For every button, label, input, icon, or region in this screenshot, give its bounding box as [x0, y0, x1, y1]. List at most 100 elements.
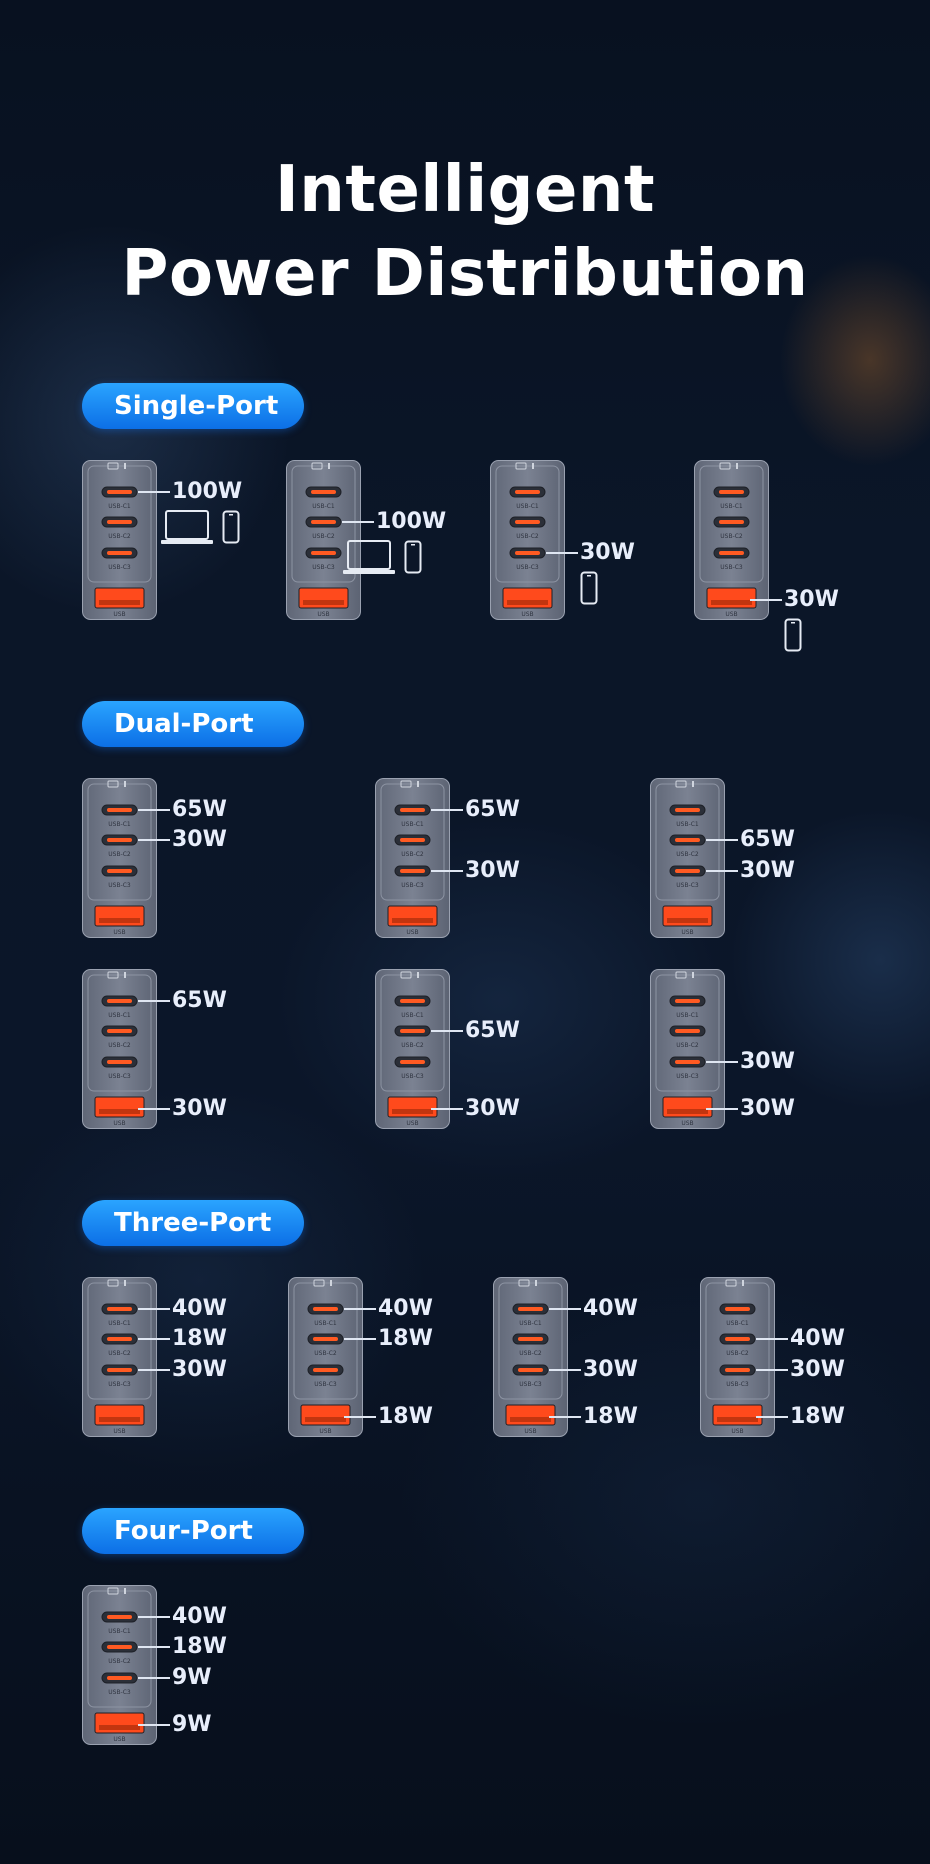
svg-text:USB-C2: USB-C2: [401, 1042, 424, 1049]
power-label: 30W: [172, 1096, 227, 1121]
svg-text:USB-C1: USB-C1: [108, 1012, 131, 1019]
power-label: 40W: [172, 1604, 227, 1629]
charger-diagram: USB-C1 USB-C2 USB-C3 USB: [82, 1585, 157, 1745]
connector-line: [138, 1646, 170, 1648]
svg-text:USB-C2: USB-C2: [519, 1350, 542, 1357]
power-label: 30W: [784, 587, 839, 612]
svg-text:USB-C1: USB-C1: [108, 503, 131, 510]
charger-diagram: USB-C1 USB-C2 USB-C3 USB: [490, 460, 565, 620]
section-label-four-port: Four-Port: [82, 1508, 304, 1554]
svg-text:USB: USB: [113, 1120, 125, 1127]
power-label: 9W: [172, 1665, 212, 1690]
connector-line: [431, 1030, 463, 1032]
power-label: 40W: [172, 1296, 227, 1321]
charger-diagram: USB-C1 USB-C2 USB-C3 USB: [650, 778, 725, 938]
charger-diagram: USB-C1 USB-C2 USB-C3 USB: [375, 969, 450, 1129]
connector-line: [138, 1000, 170, 1002]
svg-text:USB-C1: USB-C1: [314, 1320, 337, 1327]
connector-line: [706, 839, 738, 841]
svg-text:USB: USB: [406, 1120, 418, 1127]
section-label-dual-port: Dual-Port: [82, 701, 304, 747]
svg-text:USB-C1: USB-C1: [401, 1012, 424, 1019]
svg-text:USB-C2: USB-C2: [676, 1042, 699, 1049]
power-label: 30W: [465, 1096, 520, 1121]
power-label: 65W: [740, 827, 795, 852]
svg-text:USB-C3: USB-C3: [108, 1689, 131, 1696]
title-line-2: Power Distribution: [121, 237, 809, 311]
svg-text:USB-C1: USB-C1: [312, 503, 335, 510]
power-label: 65W: [172, 988, 227, 1013]
charger-diagram: USB-C1 USB-C2 USB-C3 USB: [493, 1277, 568, 1437]
power-label: 40W: [583, 1296, 638, 1321]
power-label: 18W: [378, 1326, 433, 1351]
svg-text:USB: USB: [681, 929, 693, 936]
svg-text:USB: USB: [113, 1736, 125, 1743]
svg-text:USB-C1: USB-C1: [401, 821, 424, 828]
connector-line: [549, 1416, 581, 1418]
section-label-three-port: Three-Port: [82, 1200, 304, 1246]
power-label: 65W: [465, 797, 520, 822]
charger-diagram: USB-C1 USB-C2 USB-C3 USB: [650, 969, 725, 1129]
svg-text:USB: USB: [406, 929, 418, 936]
connector-line: [756, 1416, 788, 1418]
svg-text:USB-C1: USB-C1: [726, 1320, 749, 1327]
connector-line: [138, 1677, 170, 1679]
svg-text:USB: USB: [725, 611, 737, 618]
svg-text:USB-C3: USB-C3: [676, 882, 699, 889]
power-label: 30W: [583, 1357, 638, 1382]
connector-line: [431, 809, 463, 811]
svg-text:USB: USB: [317, 611, 329, 618]
svg-text:USB-C1: USB-C1: [108, 821, 131, 828]
laptop-icon: [342, 540, 396, 580]
phone-icon: [580, 571, 598, 609]
svg-text:USB-C2: USB-C2: [312, 533, 335, 540]
svg-text:USB-C3: USB-C3: [108, 1381, 131, 1388]
connector-line: [138, 1308, 170, 1310]
svg-text:USB: USB: [113, 1428, 125, 1435]
connector-line: [138, 809, 170, 811]
svg-text:USB-C3: USB-C3: [108, 1073, 131, 1080]
connector-line: [344, 1338, 376, 1340]
svg-text:USB-C1: USB-C1: [108, 1628, 131, 1635]
connector-line: [756, 1369, 788, 1371]
power-label: 30W: [580, 540, 635, 565]
charger-diagram: USB-C1 USB-C2 USB-C3 USB: [375, 778, 450, 938]
connector-line: [138, 491, 170, 493]
power-label: 9W: [172, 1712, 212, 1737]
power-label: 18W: [378, 1404, 433, 1429]
charger-diagram: USB-C1 USB-C2 USB-C3 USB: [82, 969, 157, 1129]
page-title: Intelligent Power Distribution: [0, 148, 930, 316]
connector-line: [546, 552, 578, 554]
power-label: 40W: [378, 1296, 433, 1321]
power-label: 18W: [790, 1404, 845, 1429]
power-label: 30W: [465, 858, 520, 883]
svg-text:USB-C2: USB-C2: [314, 1350, 337, 1357]
svg-text:USB-C2: USB-C2: [516, 533, 539, 540]
connector-line: [750, 599, 782, 601]
connector-line: [138, 1724, 170, 1726]
power-label: 30W: [740, 1049, 795, 1074]
svg-text:USB-C3: USB-C3: [516, 564, 539, 571]
power-label: 18W: [583, 1404, 638, 1429]
svg-text:USB-C3: USB-C3: [720, 564, 743, 571]
charger-diagram: USB-C1 USB-C2 USB-C3 USB: [82, 778, 157, 938]
power-label: 18W: [172, 1634, 227, 1659]
power-label: 100W: [376, 509, 447, 534]
svg-text:USB-C2: USB-C2: [401, 851, 424, 858]
svg-text:USB-C3: USB-C3: [676, 1073, 699, 1080]
svg-text:USB-C1: USB-C1: [516, 503, 539, 510]
connector-line: [342, 521, 374, 523]
svg-text:USB-C2: USB-C2: [726, 1350, 749, 1357]
connector-line: [706, 1061, 738, 1063]
svg-text:USB-C3: USB-C3: [108, 564, 131, 571]
phone-icon: [222, 510, 240, 548]
connector-line: [138, 1369, 170, 1371]
svg-text:USB: USB: [731, 1428, 743, 1435]
connector-line: [344, 1416, 376, 1418]
power-label: 100W: [172, 479, 243, 504]
svg-text:USB-C1: USB-C1: [108, 1320, 131, 1327]
svg-text:USB: USB: [113, 611, 125, 618]
connector-line: [549, 1308, 581, 1310]
charger-diagram: USB-C1 USB-C2 USB-C3 USB: [694, 460, 769, 620]
power-label: 30W: [790, 1357, 845, 1382]
